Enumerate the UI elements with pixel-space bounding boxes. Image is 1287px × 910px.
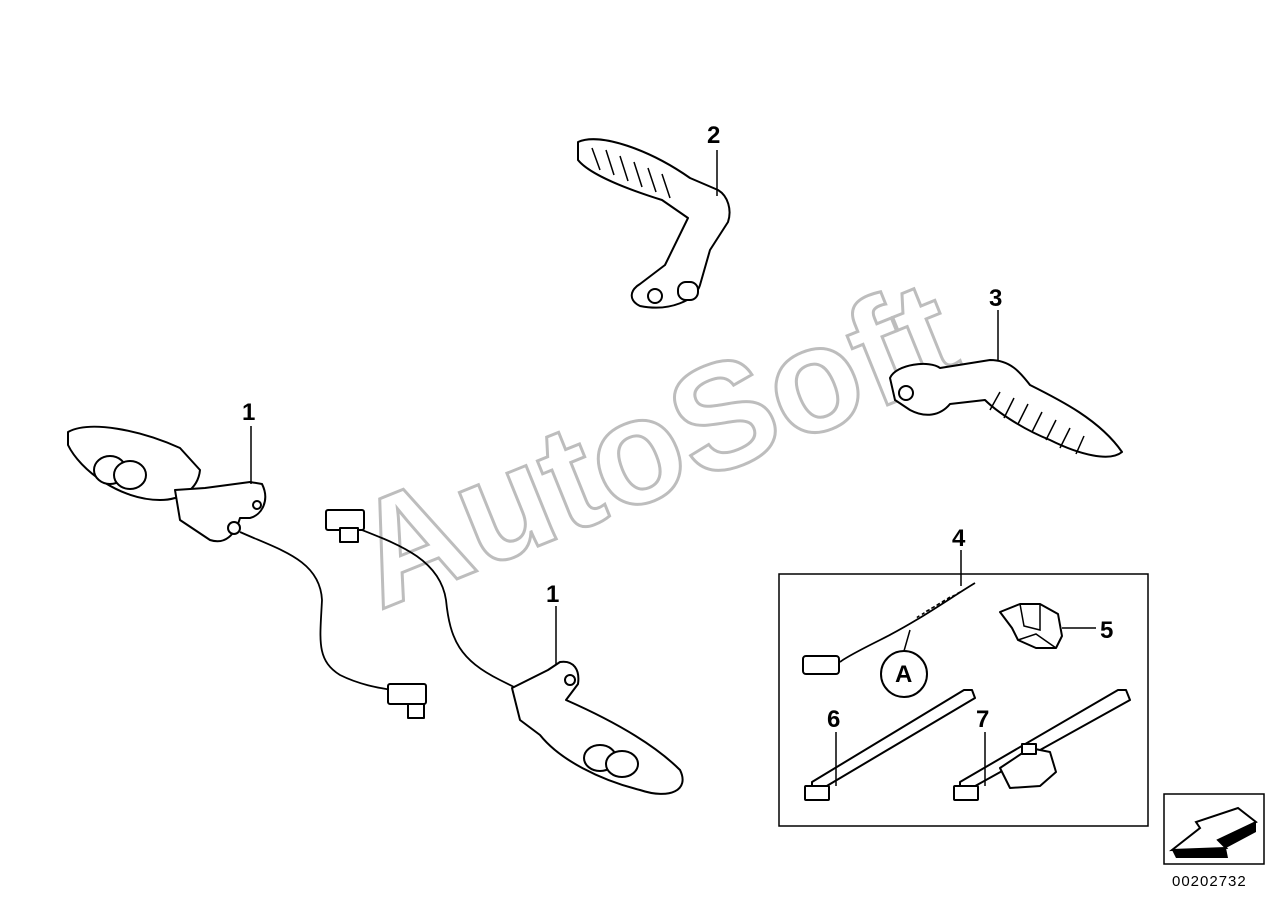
detail-marker: A [895, 661, 912, 688]
callout-3: 3 [989, 285, 1002, 312]
callout-2: 2 [707, 122, 720, 149]
cable-tie [804, 689, 976, 801]
kit-frame [778, 573, 1149, 827]
indicator-left [67, 425, 427, 719]
callout-7: 7 [976, 706, 989, 733]
cable-tie-holder [953, 689, 1131, 801]
callout-1-left: 1 [242, 399, 255, 426]
arrow-down-left-icon [1168, 806, 1258, 858]
footrest-left [577, 138, 731, 309]
callout-4: 4 [952, 525, 966, 552]
callout-5: 5 [1100, 617, 1113, 644]
footrest-right [889, 359, 1123, 458]
diagram-code: 00202732 [1172, 873, 1247, 890]
callout-6: 6 [827, 706, 840, 733]
clip [999, 603, 1063, 649]
callout-1-right: 1 [546, 581, 559, 608]
indicator-right [325, 509, 684, 795]
cable-harness [802, 582, 976, 698]
nav-arrow-button[interactable] [1163, 793, 1265, 865]
